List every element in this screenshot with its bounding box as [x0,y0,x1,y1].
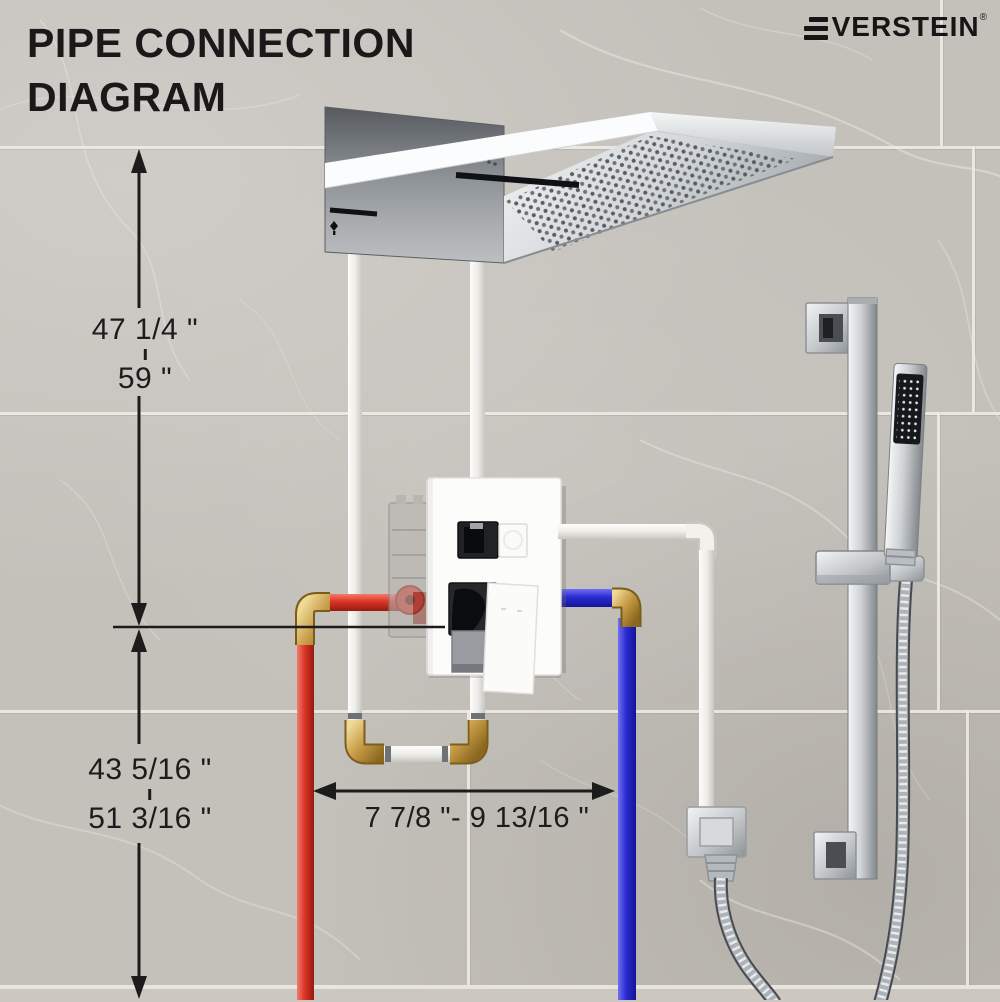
tile-joint [972,146,975,412]
arrow-down-icon [131,603,147,626]
tile-joint [467,710,470,985]
hand-shower-supply-pipe [558,521,717,810]
hose-nut [704,854,738,882]
cold-water-pipe [556,587,642,1000]
brand-name: VERSTEIN [831,11,980,42]
brass-elbow-icon [297,594,330,645]
title-line-2: DIAGRAM [27,74,227,120]
dimension-valve-height [131,629,147,999]
rough-in-valve-ghost [388,495,430,638]
waterfall-slot [455,172,580,188]
dimension-annotations [113,149,615,999]
triple-bar-E-icon [803,17,828,40]
brand-logo: VERSTEIN ® [803,11,987,43]
shower-hose [713,561,915,1000]
shower-head-front-edge [325,112,658,188]
arrow-down-icon [131,976,147,999]
tile-joint [940,0,943,146]
value-min: 47 1/4 " [91,313,199,346]
arrow-up-icon [131,629,147,652]
dimension-shower-head-height [131,149,147,626]
tile-joint [0,710,1000,713]
value-max: 51 3/16 " [88,802,212,835]
waterfall-slot [329,207,378,217]
range-separator-tick [148,789,152,800]
page-title: PIPE CONNECTION DIAGRAM [27,16,415,124]
value-max: 59 " [117,362,173,395]
diverter-button [498,523,528,558]
mixer-valve [426,477,566,695]
hot-water-pipe [295,585,425,1000]
tile-joint [966,710,969,985]
slide-bar-top-bracket [805,302,852,354]
label-valve-height: 43 5/16 " 51 3/16 " [88,753,212,836]
tile-joint [0,985,1000,988]
hose-from-outlet [713,877,781,1000]
handle-trim-plate [482,582,539,695]
range-separator-tick [143,349,147,360]
arrow-up-icon [131,149,147,173]
tile-joint [937,412,940,710]
hand-shower [883,362,928,567]
label-shower-head-height: 47 1/4 " 59 " [92,313,198,396]
floor-strip [0,987,1000,1002]
rain-shower-head [324,106,836,264]
wall-outlet-elbow [686,806,747,882]
arrow-left-icon [313,782,336,800]
brass-elbow-icon [612,589,640,627]
arrow-right-icon [592,782,615,800]
slide-bar [805,297,925,880]
rain-nozzles [506,136,797,252]
hose-from-handle [873,561,915,1000]
tile-joint [0,412,1000,415]
dimension-supply-spacing [313,782,615,800]
brass-elbow-icon [344,720,489,765]
diverter-window [457,521,499,559]
shower-head-wall-plate [324,106,505,264]
title-line-1: PIPE CONNECTION [27,20,415,66]
registered-mark: ® [979,12,987,23]
value-min: 43 5/16 " [88,753,212,786]
flow-direction-icon [330,221,338,235]
slide-bar-bottom-bracket [813,831,857,880]
label-supply-spacing: 7 7/8 "- 9 13/16 " [364,802,590,834]
